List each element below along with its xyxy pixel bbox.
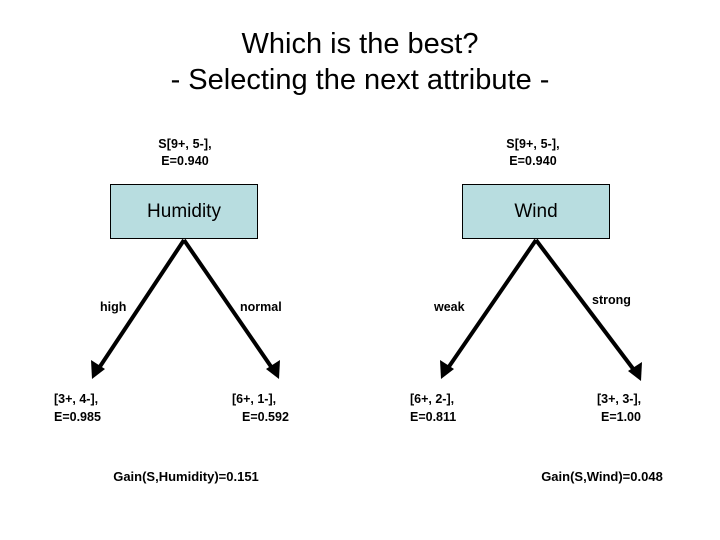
root-stats-wind-line1: S[9+, 5-], [506,137,560,151]
root-stats-wind: S[9+, 5-], E=0.940 [388,136,678,170]
leaf-wind-strong-line1: [3+, 3-], [597,392,642,406]
leaf-wind-strong-line2: E=1.00 [601,410,641,424]
attribute-node-humidity-label: Humidity [147,200,221,222]
leaf-humidity-high-line2: E=0.985 [54,410,101,424]
leaf-humidity-normal-line1: [6+, 1-], [232,392,277,406]
edges-humidity [91,238,280,379]
leaf-wind-weak-line2: E=0.811 [410,410,457,424]
attribute-node-humidity[interactable]: Humidity [110,184,258,239]
edge-label-strong: strong [592,293,631,307]
root-stats-humidity-line2: E=0.940 [161,154,209,168]
edge-wind-strong [534,238,642,381]
leaf-humidity-normal-line2: E=0.592 [242,410,289,424]
root-stats-humidity-line1: S[9+, 5-], [158,137,212,151]
edge-label-high: high [100,300,127,314]
leaf-node-wind-strong: [3+, 3-], E=1.00 [597,390,641,426]
leaf-node-humidity-high: [3+, 4-], E=0.985 [54,390,101,426]
gain-summary-humidity: Gain(S,Humidity)=0.151 [113,469,259,484]
leaf-humidity-high-line1: [3+, 4-], [54,392,99,406]
page-title: Which is the best? - Selecting the next … [0,26,720,98]
gain-summary-wind: Gain(S,Wind)=0.048 [541,469,663,484]
title-line-2: - Selecting the next attribute - [170,64,550,96]
leaf-node-humidity-normal: [6+, 1-], E=0.592 [232,390,289,426]
attribute-node-wind[interactable]: Wind [462,184,610,239]
decision-subtree-wind: S[9+, 5-], E=0.940 Wind weak strong [6+,… [356,0,716,540]
edge-label-normal: normal [240,300,282,314]
edge-label-weak: weak [434,300,465,314]
attribute-node-wind-label: Wind [514,200,558,222]
root-stats-wind-line2: E=0.940 [509,154,557,168]
edges-wind [440,238,642,381]
title-line-1: Which is the best? [241,28,479,60]
leaf-wind-weak-line1: [6+, 2-], [410,392,455,406]
root-stats-humidity: S[9+, 5-], E=0.940 [40,136,330,170]
leaf-node-wind-weak: [6+, 2-], E=0.811 [410,390,456,426]
decision-subtree-humidity: S[9+, 5-], E=0.940 Humidity high normal … [4,0,364,540]
